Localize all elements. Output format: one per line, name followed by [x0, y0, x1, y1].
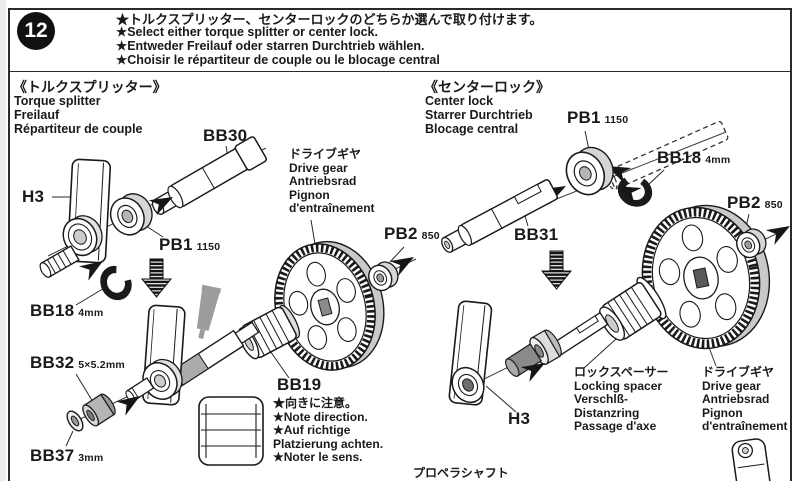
label-pb2-right-code: PB2 [727, 193, 761, 212]
part-flanged-ring [529, 329, 562, 365]
right-section-title-jp: 《センターロック》 [424, 79, 550, 95]
part-h3-hub-right [451, 366, 485, 404]
step-badge: 12 [17, 12, 55, 50]
header-line-en: ★Select either torque splitter or center… [116, 25, 378, 39]
grease-tube-icon [196, 284, 222, 339]
label-pb2-right-size: 850 [764, 199, 783, 211]
propeller-shaft-label: プロペラシャフト [413, 466, 509, 480]
part-pb1-bearing-right [565, 146, 614, 196]
label-h3-right: H3 [508, 409, 531, 428]
label-bb32-size: 5×5.2mm [78, 359, 125, 371]
label-bb30: BB30 [203, 126, 248, 145]
label-pb1-right-size: 1150 [604, 114, 629, 126]
label-pb1-left-code: PB1 [159, 235, 193, 254]
left-subtitle-de: Freilauf [14, 108, 60, 122]
header-separator [8, 71, 792, 72]
label-bb18-right-size: 4mm [705, 154, 731, 166]
part-locking-spacer [599, 276, 667, 341]
border-top [8, 8, 792, 10]
label-pb2-left-code: PB2 [384, 224, 418, 243]
label-bb37-code: BB37 [30, 446, 75, 465]
header-line-de: ★Entweder Freilauf oder starren Durchtri… [116, 39, 425, 53]
part-bb30-shaft [151, 136, 267, 215]
step-down-arrow-left-icon [140, 258, 173, 298]
header-line-jp: ★トルクスプリッター、センターロックのどちらか選んで取り付けます。 [116, 12, 543, 27]
label-bb18-left-code: BB18 [30, 301, 75, 320]
part-bb32-spacer [82, 393, 116, 427]
bb19-detail-drawing [198, 396, 264, 466]
drive-gear-note-left: ドライブギヤ Drive gear Antriebsrad Pignon d'e… [289, 147, 375, 215]
assembly-arrow-icon [765, 218, 795, 245]
label-pb1-left-size: 1150 [196, 241, 221, 253]
label-bb19: BB19 [277, 375, 322, 394]
part-bb37-washer [66, 410, 84, 432]
left-section-title-jp: 《トルクスプリッター》 [13, 79, 167, 95]
left-subtitle-en: Torque splitter [14, 94, 101, 108]
part-bb31-shaft [441, 179, 559, 253]
left-section-subtitles: Torque splitter Freilauf Répartiteur de … [14, 94, 143, 136]
header-line-fr: ★Choisir le répartiteur de couple ou le … [116, 53, 440, 67]
part-drive-gear-left [274, 240, 385, 371]
border-left [8, 8, 10, 481]
right-section-subtitles: Center lock Starrer Durchtrieb Blocage c… [425, 94, 533, 136]
scan-edge [0, 0, 6, 481]
part-bb18-eclip-left [99, 265, 132, 300]
border-right [790, 8, 792, 481]
header-note: ★トルクスプリッター、センターロックのどちらか選んで取り付けます。 ★Selec… [116, 9, 543, 67]
step-number: 12 [24, 19, 48, 42]
label-pb2-left-size: 850 [421, 230, 440, 242]
right-subtitle-fr: Blocage central [425, 122, 519, 136]
part-pb2-bearing-right [736, 228, 767, 259]
left-subtitle-fr: Répartiteur de couple [14, 122, 143, 136]
label-bb18-left-size: 4mm [78, 307, 104, 319]
locking-spacer-note: ロックスペーサー Locking spacer Verschlß- Distan… [574, 365, 669, 433]
right-subtitle-de: Starrer Durchtrieb [425, 108, 533, 122]
drive-gear-note-right: ドライブギヤ Drive gear Antriebsrad Pignon d'e… [702, 365, 788, 433]
part-propeller-joint [731, 438, 772, 481]
right-subtitle-en: Center lock [425, 94, 494, 108]
bb19-direction-note: ★向きに注意。 ★Note direction. ★Auf richtige P… [273, 396, 384, 464]
label-bb18-right-code: BB18 [657, 148, 702, 167]
label-pb1-right-code: PB1 [567, 108, 601, 127]
part-drive-gear-right [641, 204, 771, 350]
step-down-arrow-right-icon [540, 250, 573, 290]
label-bb37-size: 3mm [78, 452, 104, 464]
part-pb2-bearing-left [368, 261, 399, 292]
part-pb1-bearing-left [109, 193, 153, 236]
label-bb31: BB31 [514, 225, 559, 244]
label-h3-left: H3 [22, 187, 45, 206]
label-bb32-code: BB32 [30, 353, 75, 372]
part-spline-shaft-top [39, 245, 80, 278]
